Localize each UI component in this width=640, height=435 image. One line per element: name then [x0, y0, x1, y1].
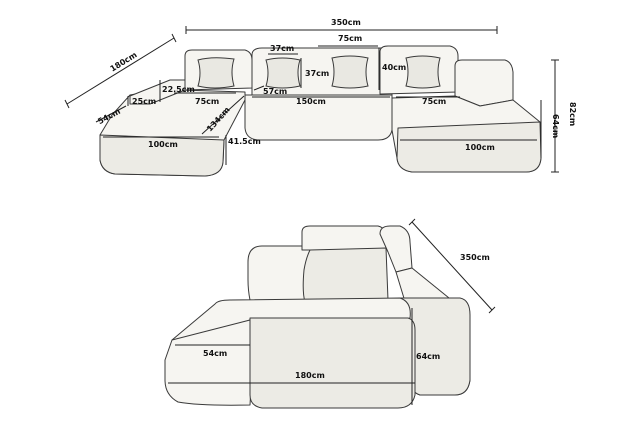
front-chaise-left — [164, 319, 253, 406]
left-chaise-front-face — [99, 134, 225, 177]
dim-right-depth: 64cm — [551, 114, 560, 138]
dim-diag-length: 350cm — [460, 253, 490, 262]
dim-back-cushion-width: 75cm — [338, 34, 362, 43]
sofa-top-view — [99, 45, 542, 177]
dim-center-width: 150cm — [296, 97, 326, 106]
dim-chaise-width: 54cm — [203, 349, 227, 358]
dim-left-depth-diag: 180cm — [109, 50, 139, 73]
dim-right-module-width: 100cm — [465, 143, 495, 152]
dim-armrest-height: 25cm — [132, 97, 156, 106]
right-armrest — [454, 59, 514, 107]
front-chaise-front-face — [249, 317, 416, 409]
dim-back-cushion-height: 40cm — [382, 63, 406, 72]
right-chaise-front-face — [396, 121, 542, 173]
dim-pillow-height: 37cm — [305, 69, 329, 78]
pillow-center-left — [265, 57, 301, 89]
dim-center-gap: 57cm — [263, 87, 287, 96]
top-view-dimensions: 350cm 180cm 54cm 25cm 22.5cm 75cm 134cm … — [64, 18, 577, 173]
center-seat-module — [244, 94, 393, 141]
dim-left-module-width: 100cm — [148, 140, 178, 149]
dim-back-height: 22.5cm — [162, 85, 195, 94]
sofa-perspective-view — [164, 225, 471, 409]
dim-overall-width: 350cm — [331, 18, 361, 27]
right-arm-block — [379, 225, 413, 273]
dim-right-seat-width: 75cm — [422, 97, 446, 106]
center-seat-block — [302, 247, 389, 303]
dim-left-seat-width: 75cm — [195, 97, 219, 106]
dim-side-length: 180cm — [295, 371, 325, 380]
dim-seat-height: 41.5cm — [228, 137, 261, 146]
rear-back-cushion — [301, 225, 387, 251]
pillow-left — [197, 57, 235, 89]
dim-pillow-width: 37cm — [270, 44, 294, 53]
pillow-right — [405, 55, 441, 89]
pillow-center-right — [331, 55, 369, 89]
dim-side-height: 64cm — [416, 352, 440, 361]
dim-total-height: 82cm — [568, 102, 577, 126]
side-view-dimensions: 350cm 54cm 64cm 180cm — [168, 218, 496, 405]
